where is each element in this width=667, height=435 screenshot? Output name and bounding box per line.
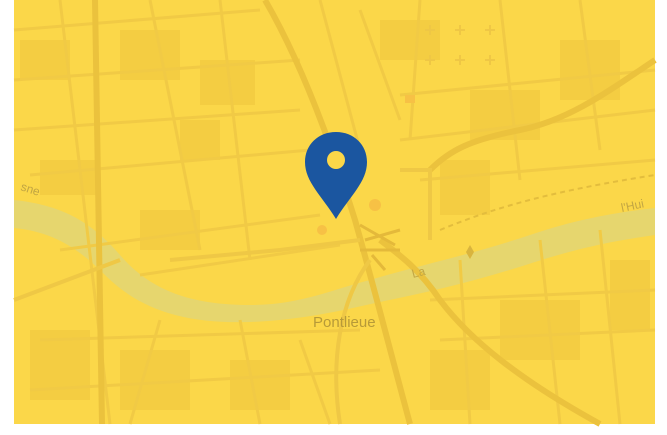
road-label-right: l'Hui bbox=[620, 196, 645, 214]
map-pin-center bbox=[327, 151, 345, 169]
poi-dots bbox=[317, 95, 415, 235]
secondary-roads bbox=[13, 168, 432, 425]
road-label-left: sne bbox=[19, 180, 42, 199]
rail-line bbox=[439, 174, 656, 231]
river bbox=[14, 200, 655, 323]
poi-marker[interactable] bbox=[466, 245, 474, 259]
building-blocks bbox=[20, 20, 650, 410]
street-grid bbox=[13, 0, 656, 425]
map-pin-icon[interactable] bbox=[305, 132, 367, 219]
road-junction bbox=[359, 223, 401, 271]
cemetery-marks bbox=[425, 25, 495, 65]
place-label: Pontlieue bbox=[313, 314, 376, 331]
major-roads bbox=[92, 0, 657, 427]
river-label: La bbox=[410, 264, 427, 281]
